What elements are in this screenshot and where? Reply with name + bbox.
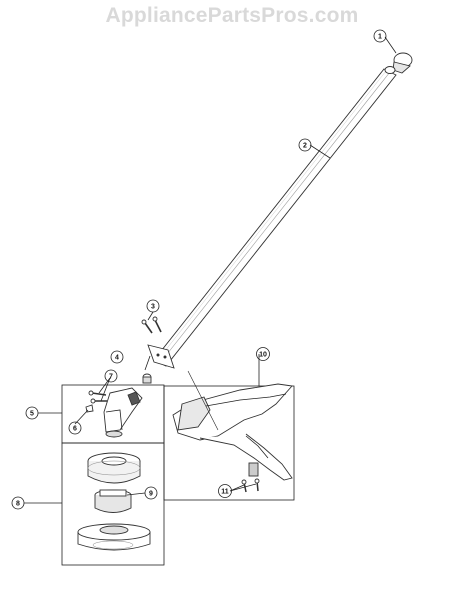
coupler [142, 373, 152, 384]
callout-3: 3 [146, 299, 160, 313]
callout-10: 10 [256, 347, 270, 361]
callout-label: 4 [115, 355, 119, 362]
box-part-8 [61, 442, 165, 566]
shaft-tube [153, 68, 397, 367]
callout-9: 9 [144, 486, 158, 500]
callout-7: 7 [104, 369, 118, 383]
handle-cap [384, 52, 413, 74]
callout-label: 7 [109, 374, 113, 381]
callout-8: 8 [11, 496, 25, 510]
trimmer-guard [172, 383, 293, 493]
callout-11: 11 [218, 484, 232, 498]
callout-label: 2 [303, 143, 307, 150]
spool-head-assembly [77, 452, 151, 551]
callout-4: 4 [110, 350, 124, 364]
callout-label: 9 [149, 491, 153, 498]
callout-2: 2 [298, 138, 312, 152]
callout-label: 6 [73, 426, 77, 433]
callout-label: 11 [221, 489, 229, 496]
callout-label: 1 [378, 34, 382, 41]
callout-label: 3 [151, 304, 155, 311]
callout-6: 6 [68, 421, 82, 435]
box-part-10 [163, 385, 295, 501]
callout-label: 5 [30, 411, 34, 418]
callout-1: 1 [373, 29, 387, 43]
gearhead-assembly [85, 387, 143, 438]
watermark-text: AppliancePartsPros.com [105, 4, 359, 27]
clamp-screws [141, 316, 175, 369]
callout-5: 5 [25, 406, 39, 420]
callout-label: 10 [259, 352, 267, 359]
callout-label: 8 [16, 501, 20, 508]
